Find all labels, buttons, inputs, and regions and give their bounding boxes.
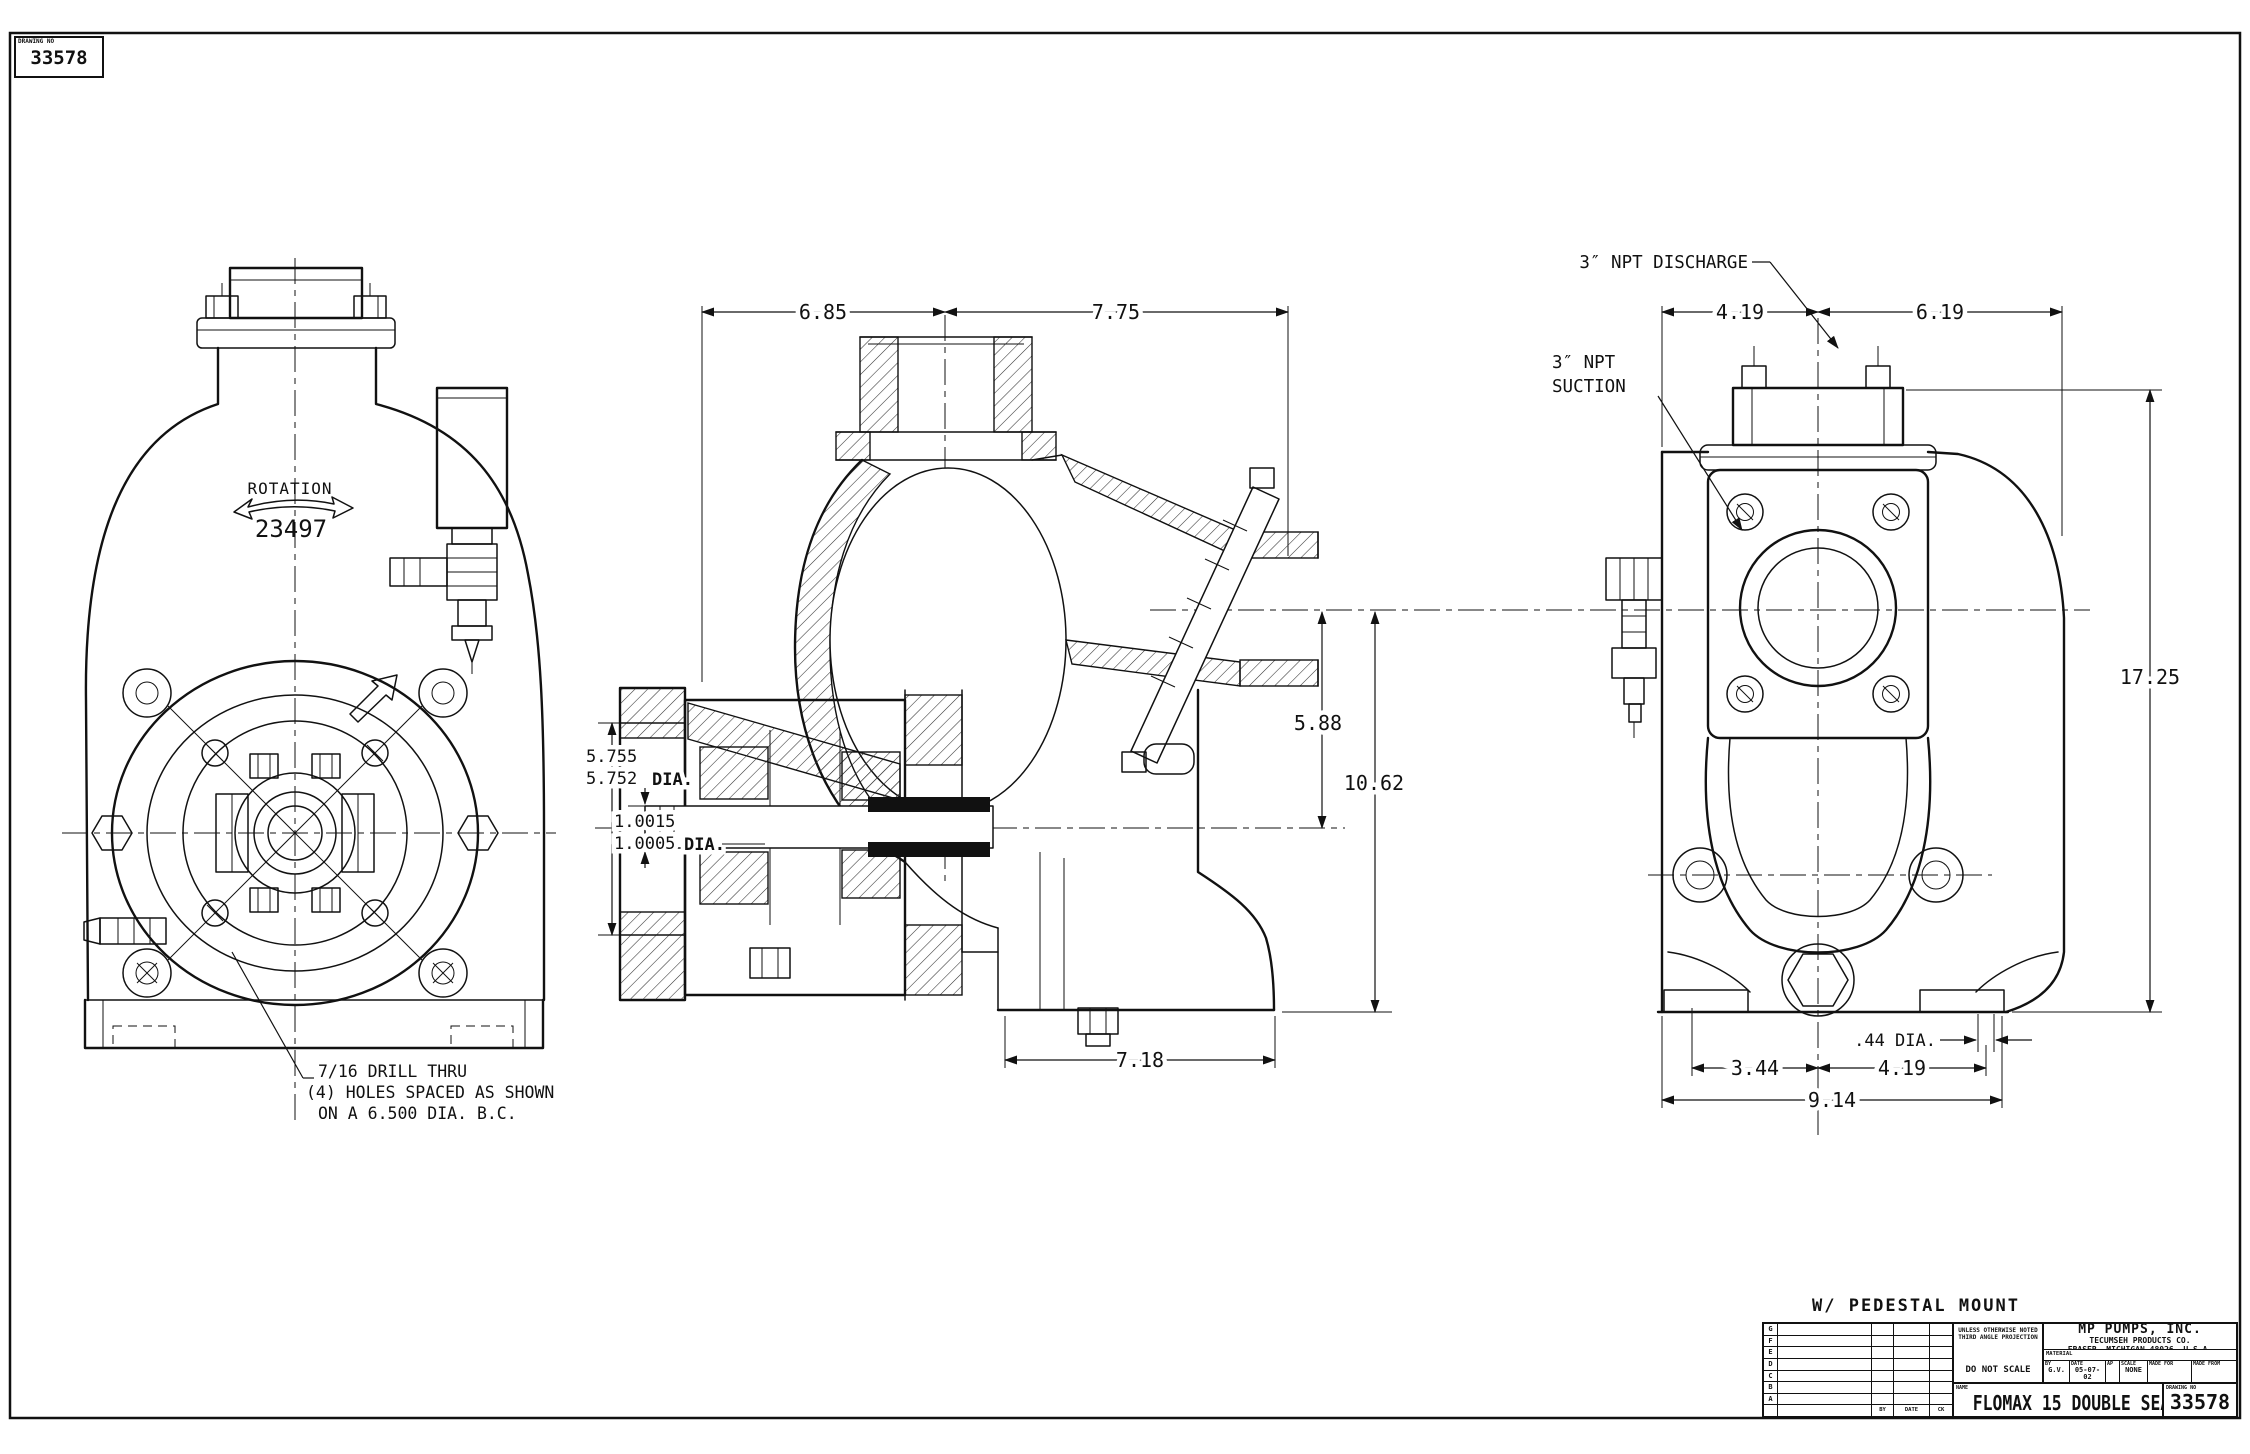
- dim-7-75: 7.75: [1092, 300, 1140, 324]
- drawing-name: FLOMAX 15 DOUBLE SEAL: [1972, 1391, 2164, 1415]
- mechanical-seal-upper: [868, 797, 990, 812]
- dim-pilot-lower: 5.752: [586, 769, 637, 789]
- rotation-arrow-icon: [233, 496, 354, 520]
- dim-4-19-bottom: 4.19: [1878, 1056, 1926, 1080]
- revision-row: C: [1764, 1370, 1952, 1383]
- revision-desc: [1778, 1324, 1872, 1335]
- left-view: ROTATION 23497: [62, 258, 556, 1123]
- revision-letter: B: [1764, 1382, 1778, 1393]
- plate-bolts: [201, 739, 389, 927]
- revision-desc: [1778, 1358, 1872, 1370]
- dim-3-44: 3.44: [1731, 1056, 1779, 1080]
- dim-bore-upper: 1.0015: [614, 812, 675, 832]
- title-block: G F E D C B A BY DA: [1762, 1322, 2238, 1418]
- revision-row: E: [1764, 1347, 1952, 1359]
- drawing-number: 33578: [2169, 1390, 2231, 1414]
- revision-desc: [1778, 1347, 1872, 1358]
- company-line2: TECUMSEH PRODUCTS CO.: [2089, 1336, 2191, 1345]
- corner-drawing-number-value: 33578: [30, 47, 88, 69]
- by-cell: BY G.V.: [2044, 1361, 2070, 1382]
- revision-header-row: BY DATE CK: [1764, 1405, 1952, 1416]
- flange-bolt-right: [353, 283, 387, 319]
- dia-label-pilot: DIA.: [652, 770, 693, 790]
- projection-note-line2: THIRD ANGLE PROJECTION: [1958, 1334, 2038, 1341]
- rev-col-by: BY: [1872, 1405, 1894, 1416]
- revision-row: A: [1764, 1393, 1952, 1406]
- revision-desc: [1778, 1382, 1872, 1393]
- revision-table: G F E D C B A BY DA: [1764, 1324, 1954, 1416]
- dim-5-88: 5.88: [1294, 711, 1342, 735]
- by-value: G.V.: [2048, 1366, 2065, 1374]
- suction-label-line2: SUCTION: [1552, 377, 1626, 397]
- revision-desc: [1778, 1370, 1872, 1382]
- corner-lugs: [122, 668, 468, 998]
- material-label: MATERIAL: [2044, 1350, 2236, 1361]
- dim-44-dia: .44 DIA.: [1854, 1031, 1936, 1051]
- revision-letter: G: [1764, 1324, 1778, 1335]
- dim-4-19-top: 4.19: [1716, 300, 1764, 324]
- revision-desc: [1778, 1335, 1872, 1347]
- dim-bore-lower: 1.0005: [614, 834, 675, 854]
- revision-row: D: [1764, 1358, 1952, 1371]
- revision-letter: E: [1764, 1347, 1778, 1358]
- sheet-border: [8, 31, 2242, 1420]
- impeller-arrow-icon: [349, 674, 398, 723]
- corner-drawing-number-box: DRAWING NO 33578: [14, 36, 104, 78]
- side-fitting: [1605, 557, 1663, 738]
- projection-cell: UNLESS OTHERWISE NOTED THIRD ANGLE PROJE…: [1954, 1324, 2044, 1382]
- do-not-scale-note: DO NOT SCALE: [1965, 1365, 2031, 1375]
- rotation-label: ROTATION: [247, 479, 332, 498]
- flange-bolt-left: [205, 283, 239, 319]
- scale-cell: SCALE NONE: [2120, 1361, 2148, 1382]
- dim-10-62: 10.62: [1344, 771, 1404, 795]
- approved-cell: AP: [2106, 1361, 2120, 1382]
- section-view: 6.85 7.75: [582, 296, 2090, 1077]
- drawing-name-cell: NAME FLOMAX 15 DOUBLE SEAL: [1956, 1384, 2164, 1416]
- drill-note-line3: ON A 6.500 DIA. B.C.: [318, 1104, 517, 1123]
- dim-6-19: 6.19: [1916, 300, 1964, 324]
- mechanical-seal-lower: [868, 842, 990, 857]
- drill-note-line2: (4) HOLES SPACED AS SHOWN: [306, 1083, 554, 1102]
- drill-note-line1: 7/16 DRILL THRU: [318, 1062, 467, 1081]
- made-from-cell: MADE FROM: [2193, 1361, 2221, 1367]
- scale-value: NONE: [2125, 1366, 2142, 1374]
- dim-pilot-upper: 5.755: [586, 747, 637, 767]
- dia-label-bore: DIA.: [684, 835, 725, 855]
- revision-row: B: [1764, 1382, 1952, 1394]
- revision-letter: D: [1764, 1358, 1778, 1370]
- discharge-label: 3″ NPT DISCHARGE: [1579, 253, 1748, 273]
- info-row: BY G.V. DATE 05-07-02 AP SCALE NONE: [2044, 1361, 2236, 1382]
- casting-number: 23497: [255, 515, 327, 543]
- suction-label-line1: 3″ NPT: [1552, 353, 1616, 373]
- drawing-number-cell: DRAWING NO 33578: [2164, 1384, 2236, 1416]
- revision-desc: [1778, 1393, 1872, 1405]
- company-name: MP PUMPS, INC.: [2078, 1324, 2202, 1337]
- company-cell: MP PUMPS, INC. TECUMSEH PRODUCTS CO. FRA…: [2044, 1324, 2236, 1350]
- date-cell: DATE 05-07-02: [2070, 1361, 2106, 1382]
- corner-drawing-number-label: DRAWING NO: [18, 38, 55, 45]
- revision-row: G: [1764, 1324, 1952, 1336]
- revision-letter: A: [1764, 1393, 1778, 1405]
- rev-col-ck: CK: [1937, 1407, 1945, 1414]
- projection-note-line1: UNLESS OTHERWISE NOTED: [1958, 1327, 2038, 1334]
- dim-9-14: 9.14: [1808, 1088, 1856, 1112]
- company-line3: FRASER, MICHIGAN 48026, U.S.A.: [2067, 1345, 2213, 1350]
- date-value: 05-07-02: [2074, 1366, 2101, 1381]
- front-view: 4.19 6.19 3″ NPT DISCHARGE 3″ NPT SUCTIO…: [1552, 253, 2185, 1135]
- pedestal-mount-note: W/ PEDESTAL MOUNT: [1812, 1296, 2020, 1316]
- dim-7-18: 7.18: [1116, 1048, 1164, 1072]
- dim-6-85: 6.85: [799, 300, 847, 324]
- suction-flange-bolts: [1726, 493, 1910, 713]
- revision-row: F: [1764, 1335, 1952, 1348]
- revision-letter: F: [1764, 1335, 1778, 1347]
- revision-letter: C: [1764, 1370, 1778, 1382]
- dim-17-25: 17.25: [2120, 665, 2180, 689]
- made-for-cell: MADE FOR: [2148, 1361, 2192, 1382]
- rev-col-date: DATE: [1894, 1405, 1930, 1416]
